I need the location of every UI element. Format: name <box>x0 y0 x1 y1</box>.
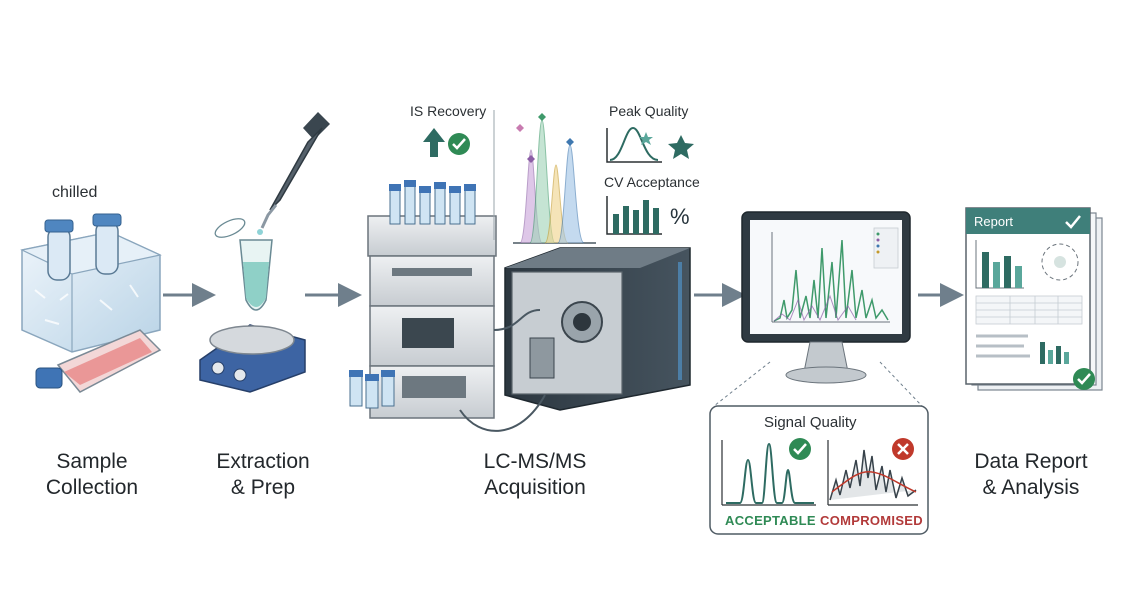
stage-label-extraction-line1: Extraction <box>216 450 310 473</box>
stage-label-report: Data Report & Analysis <box>946 449 1116 501</box>
stage-label-acquisition: LC-MS/MS Acquisition <box>450 449 620 501</box>
signal-quality-title: Signal Quality <box>764 414 857 431</box>
stage-label-report-line1: Data Report <box>974 450 1088 473</box>
chilled-label: chilled <box>52 184 98 201</box>
acceptable-signal-plot <box>726 442 814 504</box>
cv-acceptance-label: CV Acceptance <box>604 174 700 190</box>
stage-label-report-line2: & Analysis <box>982 476 1080 499</box>
is-recovery-label: IS Recovery <box>410 103 487 119</box>
microtube-icon <box>214 218 273 311</box>
signal-quality-panel <box>709 405 929 535</box>
report-card-title: Report <box>974 214 1014 229</box>
sample-vials-icon <box>349 180 476 409</box>
compromised-x-icon <box>892 438 914 460</box>
percent-symbol: % <box>670 204 690 229</box>
chromatogram-plot <box>513 113 596 244</box>
compromised-label: COMPROMISED <box>820 513 923 528</box>
stage-label-acquisition-line2: Acquisition <box>484 476 586 499</box>
screen-spectrum-plot <box>771 227 899 323</box>
peak-quality-label: Peak Quality <box>609 103 689 119</box>
peak-quality-icon <box>606 126 662 163</box>
acceptable-label: ACCEPTABLE <box>725 513 816 528</box>
stage-label-collection-line2: Collection <box>45 476 139 499</box>
mass-spectrometer-icon <box>459 247 691 432</box>
compromised-signal-plot <box>829 449 917 501</box>
stage-label-acquisition-line1: LC-MS/MS <box>483 450 587 473</box>
report-check-icon <box>1073 368 1095 390</box>
pipette-icon <box>257 112 330 235</box>
cv-bar-chart-icon <box>606 196 662 235</box>
stage-label-collection-line1: Sample <box>56 450 128 473</box>
star-icon <box>668 135 694 159</box>
callout-line-right <box>879 361 923 407</box>
sample-tube-icon <box>44 213 122 281</box>
up-arrow-icon <box>423 128 445 157</box>
callout-line-left <box>713 361 771 407</box>
vortex-mixer-icon <box>199 324 306 393</box>
stage-label-extraction-line2: & Prep <box>230 476 296 499</box>
check-icon <box>448 133 470 155</box>
stage-label-collection: Sample Collection <box>7 449 177 501</box>
culture-flask-icon <box>35 329 162 393</box>
report-document-icon <box>965 207 1103 391</box>
acceptable-check-icon <box>789 438 811 460</box>
stage-label-extraction: Extraction & Prep <box>178 449 348 501</box>
